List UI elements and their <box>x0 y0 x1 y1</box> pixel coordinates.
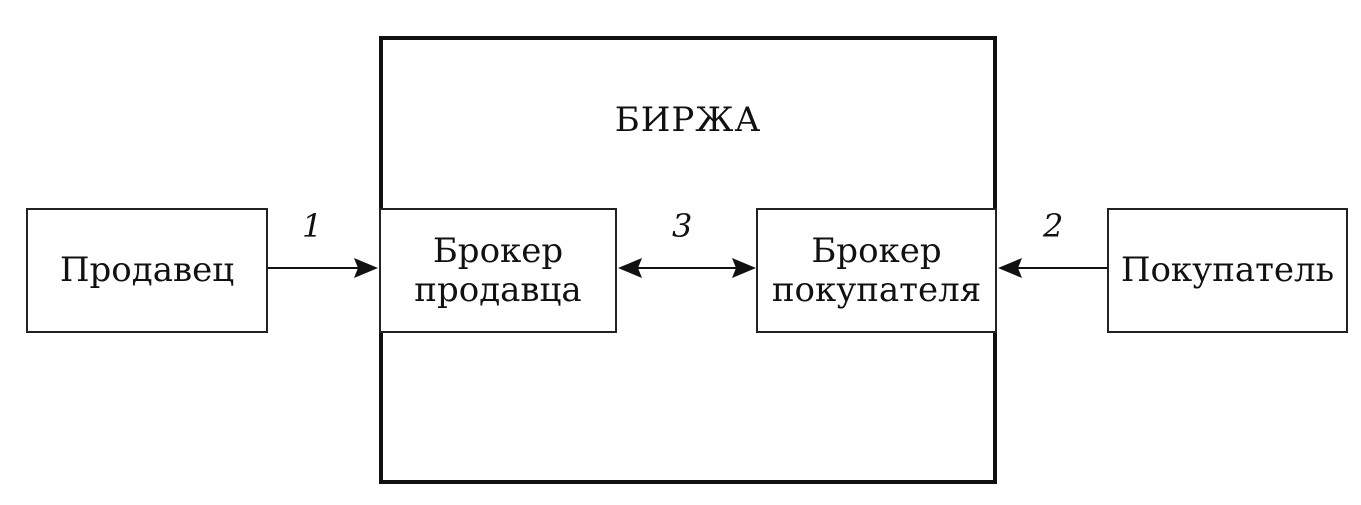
seller-broker-label-line1: Брокер <box>432 231 564 272</box>
buyer-broker-box: Брокер покупателя <box>756 208 997 333</box>
link-number-2: 2 <box>1043 207 1064 245</box>
arrowhead-buyer-broker <box>998 258 1022 278</box>
link-number-1: 1 <box>302 207 323 245</box>
seller-broker-box: Брокер продавца <box>379 208 617 333</box>
buyer-label: Покупатель <box>1120 250 1335 291</box>
buyer-broker-label-line1: Брокер <box>811 231 942 272</box>
buyer-broker-label-line2: покупателя <box>771 269 982 310</box>
seller-label: Продавец <box>59 250 235 291</box>
link-number-3: 3 <box>672 207 693 245</box>
exchange-title: БИРЖА <box>614 100 762 140</box>
seller-box: Продавец <box>26 208 268 333</box>
arrowhead-seller-broker <box>354 258 378 278</box>
buyer-box: Покупатель <box>1107 208 1348 333</box>
seller-broker-label-line2: продавца <box>414 269 582 310</box>
